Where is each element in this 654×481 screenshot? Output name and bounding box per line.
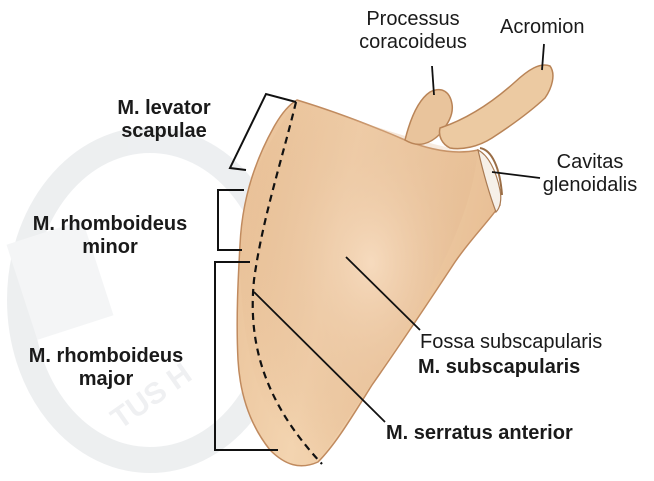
label-m-subscapularis: M. subscapularis [418,356,580,379]
label-m-rhomboideus-major: M. rhomboideus major [0,345,212,391]
label-acromion: Acromion [500,16,584,39]
label-m-rhomboideus-minor: M. rhomboideus minor [4,213,216,259]
acromion [439,65,552,149]
label-cavitas-glenoidalis: Cavitas glenoidalis [528,151,652,197]
label-fossa-subscapularis: Fossa subscapularis [420,331,602,354]
label-m-levator-scapulae: M. levator scapulae [98,97,230,143]
label-m-serratus-anterior: M. serratus anterior [386,422,573,445]
label-processus-coracoideus: Processus coracoideus [348,8,478,54]
